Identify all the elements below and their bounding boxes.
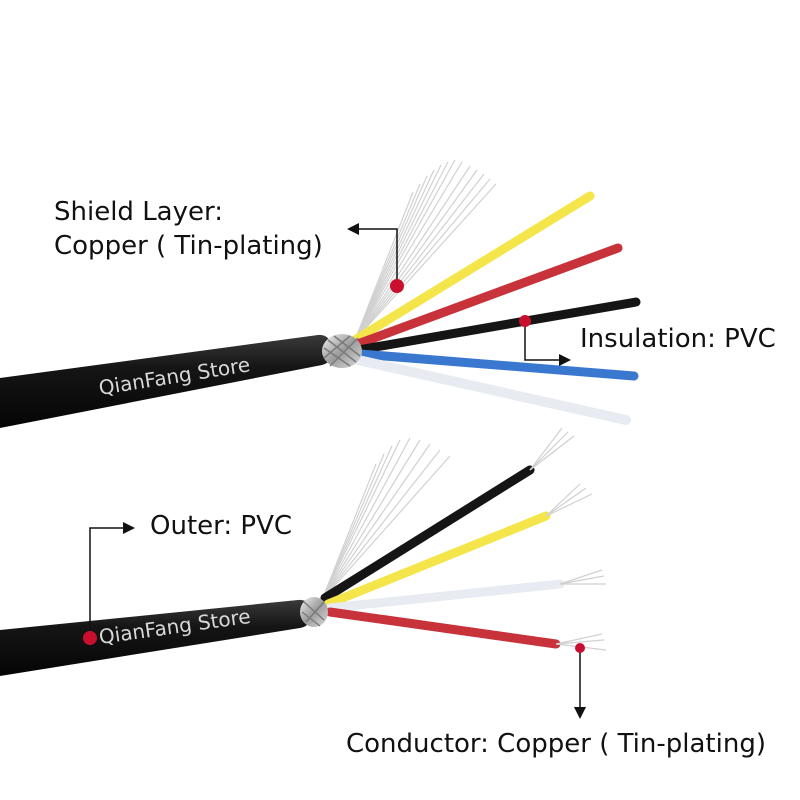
top-wire-red: [350, 243, 623, 350]
shield-label-line1: Shield Layer:: [54, 197, 223, 227]
bottom-braid: [300, 597, 328, 627]
insulation-callout-line: [524, 322, 571, 366]
bottom-wire-black: [320, 465, 535, 603]
conductor-label: Conductor: Copper ( Tin-plating): [346, 729, 766, 759]
bottom-wire-red: [325, 607, 561, 649]
top-jacket: [0, 334, 333, 428]
top-wire-black: [353, 297, 641, 355]
outer-label: Outer: PVC: [150, 511, 293, 541]
bottom-wire-yellow: [323, 511, 551, 609]
shield-label-line2: Copper ( Tin-plating): [54, 230, 323, 261]
shield-marker-dot: [390, 279, 404, 293]
outer-marker-dot: [83, 631, 97, 645]
insulation-label: Insulation: PVC: [580, 324, 776, 354]
top-shield-strands: [354, 159, 497, 341]
top-cable: QianFang Store: [0, 159, 641, 428]
callouts: [89, 223, 586, 719]
top-wire-white: [353, 355, 631, 425]
top-wire-yellow: [350, 191, 595, 345]
shield-callout-line: [347, 223, 398, 286]
top-wire-blue: [355, 349, 639, 381]
callout-dots: [83, 279, 585, 653]
bottom-jacket: [0, 599, 312, 676]
top-wires: [350, 191, 641, 425]
shield-layer-label: Shield Layer: Copper ( Tin-plating): [54, 196, 323, 264]
bottom-wires: [320, 465, 565, 649]
outer-callout-line: [89, 522, 135, 637]
insulation-marker-dot: [519, 315, 531, 327]
bottom-wire-white: [325, 579, 565, 613]
bottom-shield-strands: [321, 437, 451, 601]
conductor-marker-dot: [575, 643, 585, 653]
top-braid: [322, 334, 362, 368]
bottom-conductor-strands: [529, 427, 607, 651]
